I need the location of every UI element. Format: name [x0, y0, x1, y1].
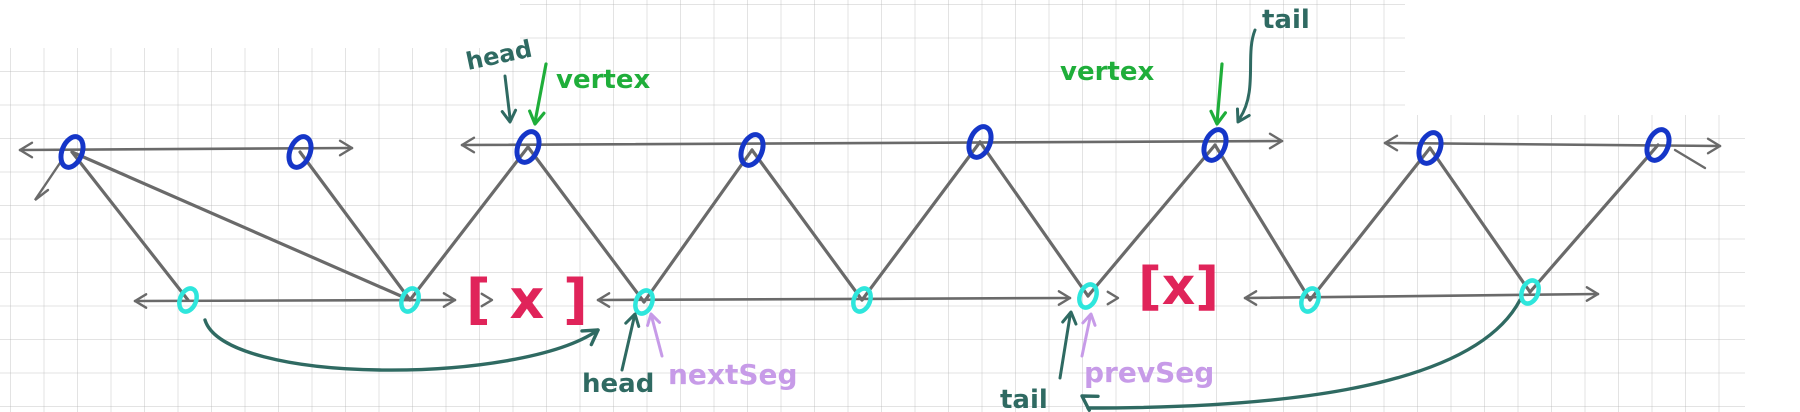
- zigzag-edge: [860, 140, 982, 302]
- zigzag-edge: [298, 150, 412, 302]
- chain-lines: [18, 132, 1722, 309]
- prev-seg-link-arrow: [1080, 394, 1100, 412]
- blank-paper-patch: [0, 0, 520, 48]
- tail-pointer: [1058, 314, 1072, 380]
- prev-seg-link: [1086, 298, 1522, 410]
- zigzag-edge: [526, 145, 646, 304]
- chain-left-arrow: [1243, 290, 1258, 306]
- chain-right-arrow: [338, 139, 354, 157]
- next-seg-pointer: [650, 316, 664, 358]
- removed-marker: [ x ]: [466, 268, 588, 331]
- top-node: [514, 129, 542, 165]
- vertex-label: vertex: [1060, 57, 1154, 87]
- zigzag-edge: [70, 150, 412, 302]
- blank-paper-patch: [1405, 0, 1800, 115]
- tail-pointer: [1238, 28, 1257, 120]
- bottom-node: [1299, 286, 1321, 314]
- prev-seg-pointer-head: [1081, 312, 1097, 327]
- top-node: [966, 124, 994, 160]
- top-chain-line: [18, 146, 354, 152]
- vertex-pointer-head: [1209, 109, 1227, 126]
- top-node: [58, 134, 86, 170]
- top-node: [1201, 127, 1229, 163]
- prev-seg-pointer: [1080, 316, 1092, 358]
- blank-paper-patch: [1745, 0, 1800, 412]
- vertex-pointer: [1215, 62, 1224, 124]
- stray-arrow-stroke: [34, 158, 64, 201]
- bottom-node: [399, 286, 421, 314]
- bottom-chain-line: [596, 296, 1072, 302]
- removed-segment-right: [x]: [1138, 257, 1219, 317]
- chain-right-arrow: [442, 292, 457, 308]
- next-seg-pointer-head: [646, 312, 662, 327]
- bottom-chain-line: [133, 298, 457, 303]
- prev-seg-label: prevSeg: [1084, 356, 1214, 389]
- zigzag-edge: [642, 148, 754, 304]
- vertex-label: vertex: [556, 65, 650, 95]
- zigzag-edge: [1308, 146, 1432, 302]
- zigzag-edge: [750, 148, 864, 302]
- head-pointer-head: [624, 312, 641, 328]
- zigzag-edge: [1428, 146, 1532, 294]
- chain-right-arrow: [1585, 286, 1600, 302]
- chain-left-arrow: [133, 293, 148, 309]
- zigzag-edge: [1528, 143, 1660, 294]
- top-node: [1416, 130, 1444, 166]
- chain-left-arrow: [1383, 134, 1399, 152]
- zigzag-edge: [1213, 143, 1312, 302]
- chain-left-arrow: [596, 292, 611, 308]
- head-pointer: [620, 316, 636, 372]
- zigzag-edge: [70, 150, 190, 302]
- segment-links: [203, 298, 1522, 412]
- next-seg-link: [203, 318, 600, 372]
- zigzag-edge: [978, 140, 1090, 298]
- chain-right-arrow: [480, 292, 494, 308]
- zigzag-edge: [1086, 143, 1217, 298]
- stray-arrow-stroke: [1673, 148, 1707, 170]
- top-node: [286, 134, 314, 170]
- head-pointer: [503, 74, 512, 120]
- nodes: [58, 124, 1672, 316]
- chain-right-arrow: [1268, 132, 1284, 150]
- bottom-node: [633, 288, 655, 316]
- vertex-pointer: [533, 62, 548, 124]
- top-node: [738, 132, 766, 168]
- zigzag-edge: [408, 145, 530, 302]
- next-seg-label: nextSeg: [668, 358, 798, 391]
- head-label: head: [463, 35, 534, 76]
- zigzag-edges: [70, 140, 1660, 304]
- removed-marker: [x]: [1138, 257, 1219, 317]
- removed-segment-left: [ x ]: [466, 268, 588, 331]
- chain-right-arrow: [1106, 290, 1120, 306]
- top-chain-line: [460, 139, 1284, 147]
- chain-left-arrow: [18, 141, 34, 159]
- chain-left-arrow: [460, 136, 476, 154]
- next-seg-link-arrow: [580, 328, 600, 347]
- tail-pointer-head: [1235, 107, 1251, 124]
- vertex-pointer-head: [528, 109, 546, 126]
- bottom-node: [851, 286, 873, 314]
- tail-pointer-head: [1061, 310, 1078, 326]
- bottom-node: [177, 286, 199, 314]
- tail-label: tail: [1262, 5, 1310, 35]
- chain-right-arrow: [1057, 290, 1072, 306]
- bottom-node: [1519, 278, 1541, 306]
- bottom-chain-line: [1243, 292, 1600, 300]
- pointer-arrows: [500, 28, 1257, 380]
- head-label: head: [582, 369, 654, 399]
- bottom-node: [1077, 282, 1099, 310]
- top-node: [1644, 127, 1672, 163]
- tail-label: tail: [1000, 385, 1048, 412]
- chain-right-arrow: [1706, 137, 1722, 155]
- head-pointer-head: [500, 108, 518, 124]
